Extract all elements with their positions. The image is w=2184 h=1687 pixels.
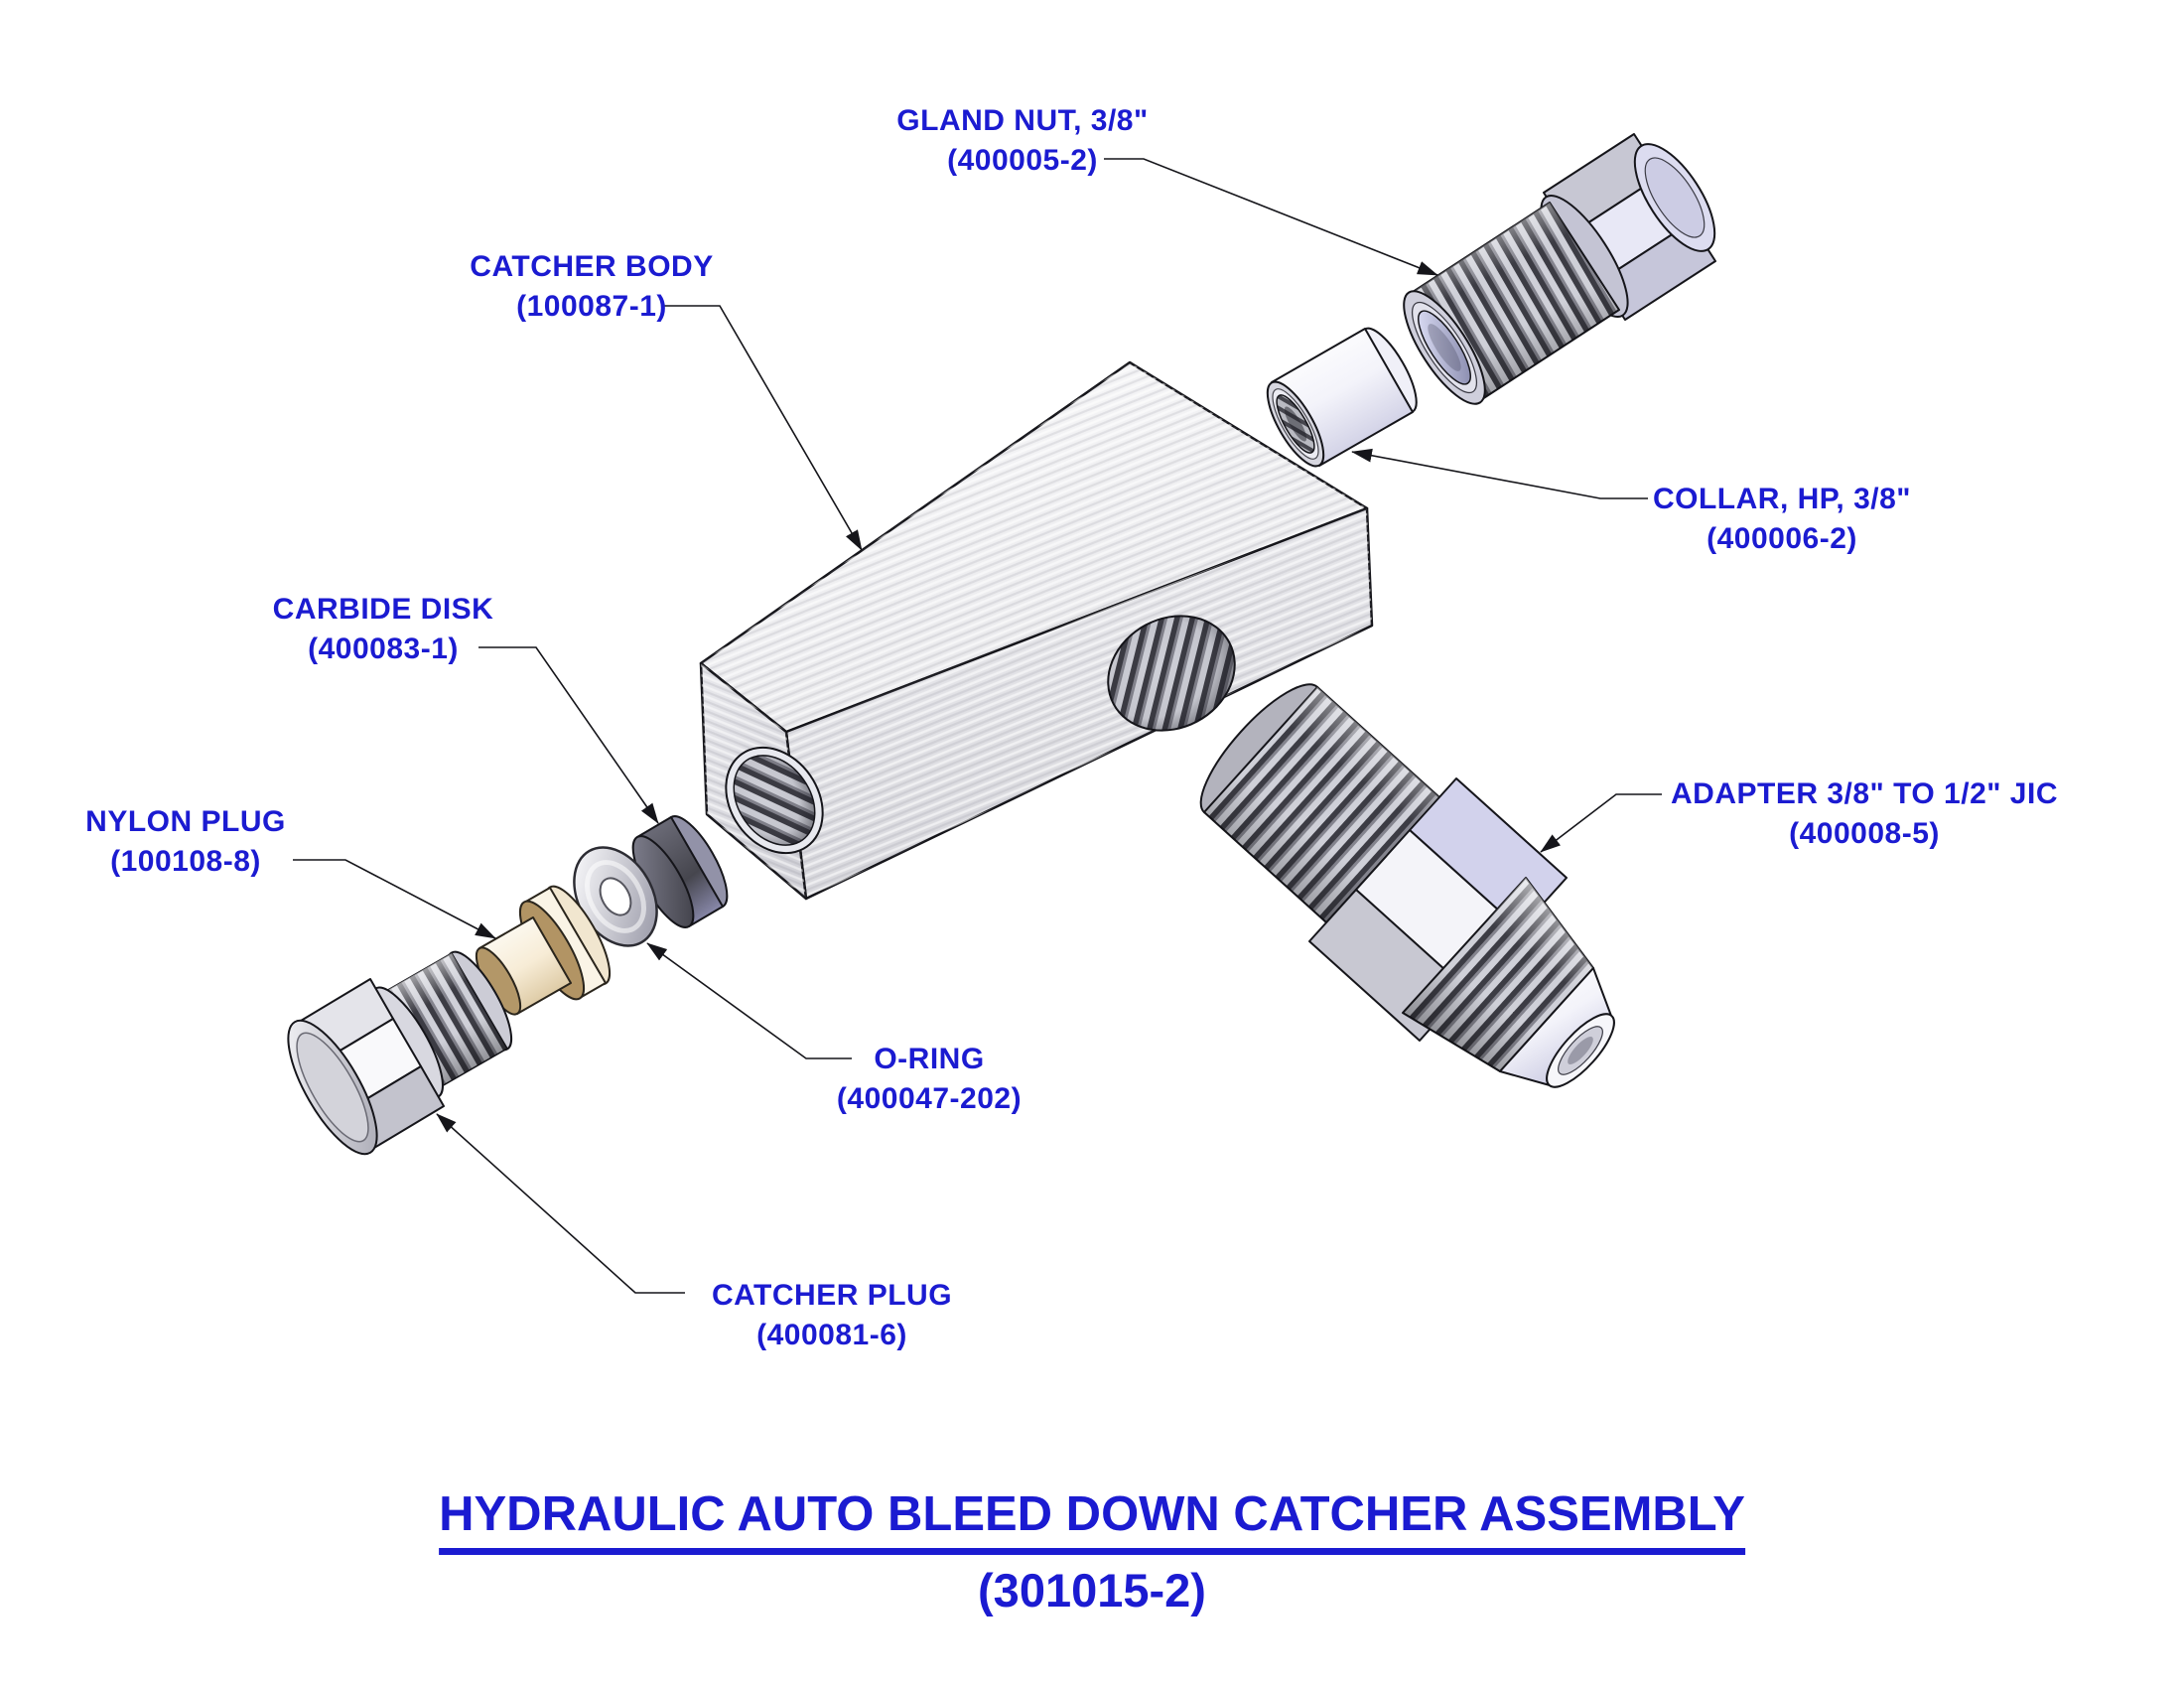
leader-catcher-body [663,305,863,551]
assembly-part-number: (301015-2) [978,1564,1206,1617]
leader-collar [1351,448,1648,499]
part-number: (400005-2) [947,144,1098,177]
leader-nylon-plug [293,859,496,939]
part-name: NYLON PLUG [85,805,286,838]
part-name: CATCHER BODY [470,250,714,283]
catcher-body-part [699,360,1374,901]
part-name: CATCHER PLUG [711,1279,953,1312]
leader-carbide-disk [478,646,659,824]
part-number: (400047-202) [836,1082,1023,1115]
title-block: HYDRAULIC AUTO BLEED DOWN CATCHER ASSEMB… [439,1486,1745,1617]
part-number: (400008-5) [1789,817,1940,850]
leader-adapter [1540,793,1662,853]
leader-gland-nut [1104,158,1438,276]
part-name: COLLAR, HP, 3/8" [1652,483,1912,515]
label-collar: COLLAR, HP, 3/8" (400006-2) [1653,480,1911,559]
nylon-plug-part [475,885,612,1016]
leader-o-ring [646,942,852,1059]
part-number: (400006-2) [1706,522,1857,555]
label-catcher-body: CATCHER BODY (100087-1) [470,247,713,327]
leader-lines [293,158,1662,1294]
body-front-threaded-hole [1107,615,1236,732]
part-name: ADAPTER 3/8" TO 1/2" JIC [1670,777,2059,810]
label-adapter: ADAPTER 3/8" TO 1/2" JIC (400008-5) [1671,774,2058,854]
leader-catcher-plug [436,1113,685,1294]
label-gland-nut: GLAND NUT, 3/8" (400005-2) [896,101,1148,181]
collar-part [1266,327,1418,468]
part-number: (400083-1) [308,633,459,665]
part-name: CARBIDE DISK [272,593,494,626]
label-catcher-plug: CATCHER PLUG (400081-6) [712,1276,952,1355]
label-nylon-plug: NYLON PLUG (100108-8) [85,802,286,882]
label-o-ring: O-RING (400047-202) [837,1040,1022,1119]
part-number: (100087-1) [516,290,667,323]
body-left-threaded-hole [725,746,824,855]
part-name: O-RING [874,1043,985,1075]
gland-nut-part [1403,133,1716,405]
adapter-part [1199,683,1615,1088]
part-number: (400081-6) [756,1319,907,1351]
part-number: (100108-8) [110,845,261,878]
label-carbide-disk: CARBIDE DISK (400083-1) [273,590,494,669]
carbide-disk-part [631,815,729,928]
assembly-title: HYDRAULIC AUTO BLEED DOWN CATCHER ASSEMB… [439,1486,1745,1555]
part-name: GLAND NUT, 3/8" [896,104,1149,137]
catcher-plug-part [287,950,513,1156]
